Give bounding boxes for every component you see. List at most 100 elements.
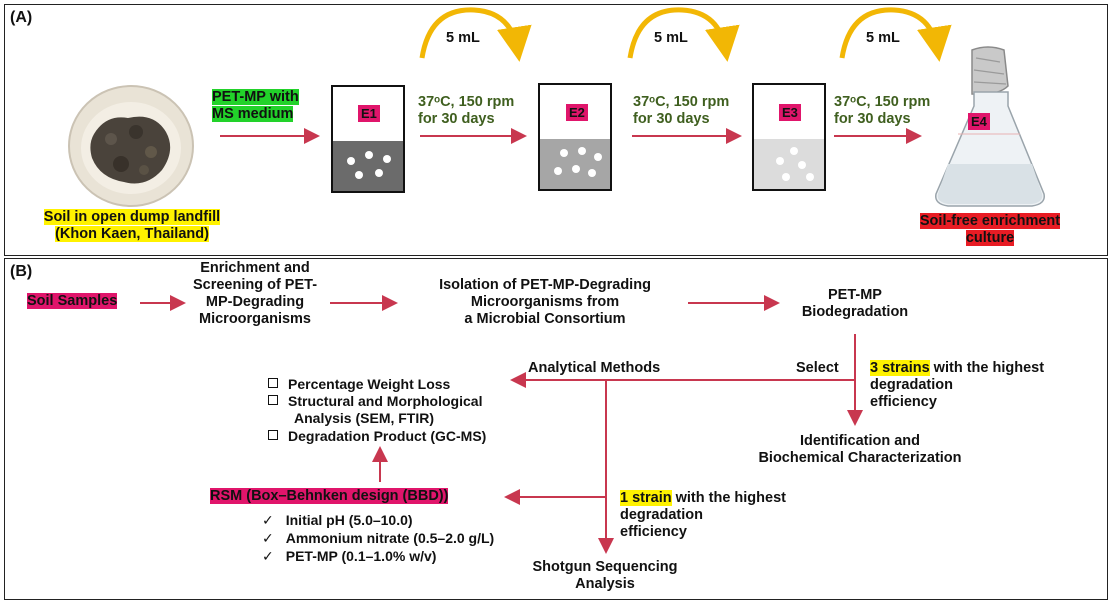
factor-text: Ammonium nitrate (0.5–2.0 g/L): [285, 530, 495, 546]
factor-item: ✓PET-MP (0.1–1.0% w/v): [262, 548, 436, 565]
soil-samples-box: Soil Samples: [27, 293, 118, 310]
method-item: Structural and Morphological: [268, 393, 482, 410]
one-strain-highlight: 1 strain: [620, 490, 672, 506]
panel-b-label: (B): [10, 263, 33, 280]
three-strains-rest-3: efficiency: [870, 394, 937, 410]
condition-1-line-2: for 30 days: [418, 111, 495, 127]
condition-1-line-1: 37ᵒC, 150 rpm: [418, 94, 515, 110]
condition-1: 37ᵒC, 150 rpm for 30 days: [418, 94, 514, 128]
checkbox-square-icon: [268, 378, 278, 388]
rsm-label: RSM (Box–Behnken design (BBD)): [210, 488, 449, 504]
isolation-line-3: a Microbial Consortium: [464, 311, 626, 327]
pet-particle: [347, 157, 355, 165]
soil-caption-line-2: (Khon Kaen, Thailand): [55, 226, 209, 242]
factor-item: ✓ Initial pH (5.0–10.0): [262, 512, 413, 529]
enrichment-line-2: Screening of PET-: [192, 277, 318, 293]
method-text: Analysis (SEM, FTIR): [294, 410, 435, 426]
enrichment-line-4: Microorganisms: [199, 311, 311, 327]
identification-step: Identification and Biochemical Character…: [730, 433, 990, 467]
pet-particle: [375, 169, 383, 177]
pet-particle: [560, 149, 568, 157]
factor-text: Initial pH (5.0–10.0): [285, 512, 413, 528]
enrichment-line-3: MP-Degrading: [205, 294, 305, 310]
method-text: Structural and Morphological: [288, 393, 483, 409]
condition-2-line-2: for 30 days: [633, 111, 710, 127]
pet-particle: [554, 167, 562, 175]
checkmark-icon: ✓: [262, 548, 274, 564]
shotgun-step: Shotgun Sequencing Analysis: [510, 559, 700, 593]
result-caption-line-2: culture: [965, 230, 1015, 246]
input-label: PET-MP with MS medium: [212, 89, 299, 123]
soil-caption-line-1: Soil in open dump landfill: [43, 209, 221, 225]
curved-transfer-arrow-3: [839, 7, 952, 62]
soil-caption: Soil in open dump landfill (Khon Kaen, T…: [32, 209, 232, 243]
biodegradation-line-1: PET-MP: [828, 287, 882, 303]
one-strain-rest-2: degradation: [620, 507, 703, 523]
curved-transfer-arrow-1: [419, 7, 532, 62]
shotgun-line-1: Shotgun Sequencing: [532, 559, 678, 575]
stage-e3-tag: E3: [779, 104, 801, 121]
one-strain-rest-1: with the highest: [671, 490, 786, 506]
pet-particle: [806, 173, 814, 181]
isolation-line-2: Microorganisms from: [470, 294, 620, 310]
panel-a: [4, 4, 1108, 256]
beaker-e2: [538, 83, 612, 191]
transfer-volume-2: 5 mL: [654, 30, 688, 46]
analytical-methods-label: Analytical Methods: [528, 360, 661, 376]
pet-particle: [383, 155, 391, 163]
three-strains-note: 3 strains with the highest degradation e…: [870, 360, 1044, 411]
select-label: Select: [796, 360, 839, 376]
stage-e4-tag: E4: [968, 113, 990, 130]
input-label-line-2: MS medium: [212, 106, 294, 122]
condition-2-line-1: 37ᵒC, 150 rpm: [633, 94, 730, 110]
pet-particle: [355, 171, 363, 179]
isolation-step: Isolation of PET-MP-Degrading Microorgan…: [410, 277, 680, 328]
stage-e1-tag: E1: [358, 105, 380, 122]
pet-particle: [588, 169, 596, 177]
enrichment-step: Enrichment and Screening of PET- MP-Degr…: [165, 260, 345, 328]
stage-e2-tag: E2: [566, 104, 588, 121]
pet-particle: [578, 147, 586, 155]
pet-particle: [572, 165, 580, 173]
one-strain-rest-3: efficiency: [620, 524, 687, 540]
soil-samples-label: Soil Samples: [27, 293, 118, 309]
transfer-volume-1: 5 mL: [446, 30, 480, 46]
rsm-box: RSM (Box–Behnken design (BBD)): [210, 488, 449, 505]
method-text: Degradation Product (GC-MS): [288, 428, 487, 444]
soil-bowl-image: [66, 84, 196, 209]
three-strains-rest-2: degradation: [870, 377, 953, 393]
method-item-continued: Analysis (SEM, FTIR): [294, 410, 434, 427]
beaker-e1: [331, 85, 405, 193]
pet-particle: [782, 173, 790, 181]
pet-particle: [798, 161, 806, 169]
curved-transfer-arrow-2: [627, 7, 740, 62]
condition-3-line-2: for 30 days: [834, 111, 911, 127]
beaker-e2-liquid: [540, 139, 610, 189]
method-item: Percentage Weight Loss: [268, 376, 450, 393]
erlenmeyer-flask-image: [928, 44, 1052, 210]
input-label-line-1: PET-MP with: [212, 89, 299, 105]
panel-a-label: (A): [10, 9, 33, 26]
isolation-line-1: Isolation of PET-MP-Degrading: [439, 277, 651, 293]
checkbox-square-icon: [268, 395, 278, 405]
biodegradation-step: PET-MP Biodegradation: [780, 287, 930, 321]
condition-2: 37ᵒC, 150 rpm for 30 days: [633, 94, 729, 128]
pet-particle: [790, 147, 798, 155]
biodegradation-line-2: Biodegradation: [801, 304, 909, 320]
shotgun-line-2: Analysis: [575, 576, 635, 592]
transfer-volume-3: 5 mL: [866, 30, 900, 46]
beaker-e3: [752, 83, 826, 191]
checkmark-icon: ✓: [262, 530, 274, 546]
method-text: Percentage Weight Loss: [288, 376, 451, 392]
method-item: Degradation Product (GC-MS): [268, 428, 486, 445]
condition-3: 37ᵒC, 150 rpm for 30 days: [834, 94, 930, 128]
result-caption: Soil-free enrichment culture: [890, 213, 1090, 247]
panel-b: [4, 258, 1108, 600]
beaker-e1-liquid: [333, 141, 403, 191]
result-caption-line-1: Soil-free enrichment: [919, 213, 1061, 229]
checkmark-icon: ✓: [262, 512, 274, 528]
enrichment-line-1: Enrichment and: [200, 260, 310, 276]
factor-item: ✓ Ammonium nitrate (0.5–2.0 g/L): [262, 530, 494, 547]
beaker-e3-liquid: [754, 139, 824, 189]
identification-line-1: Identification and: [799, 433, 921, 449]
